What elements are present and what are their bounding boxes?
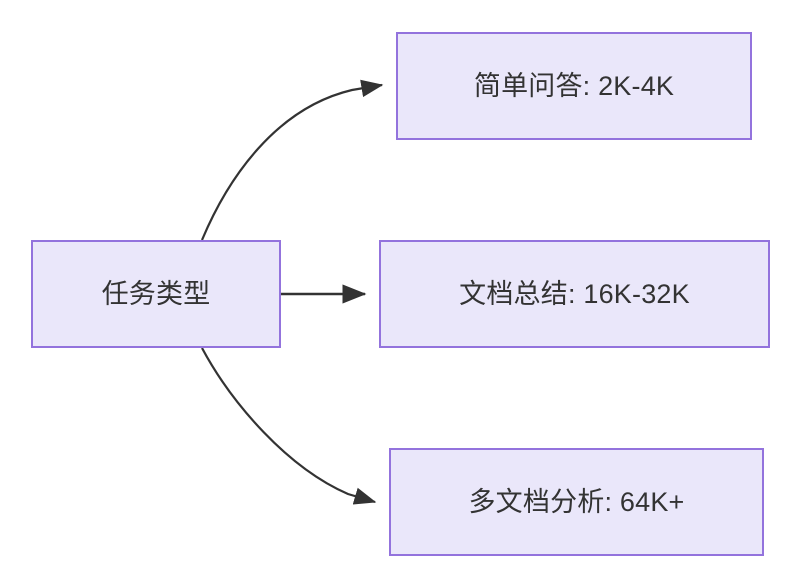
node-label: 文档总结: 16K-32K (459, 278, 690, 309)
node-multi-doc[interactable]: 多文档分析: 64K+ (389, 448, 764, 556)
node-simple-qa[interactable]: 简单问答: 2K-4K (396, 32, 752, 140)
edge-root-to-simple-qa (200, 79, 384, 241)
node-label: 多文档分析: 64K+ (468, 486, 685, 517)
node-label: 任务类型 (101, 278, 211, 309)
edge-root-to-multi-doc (201, 347, 377, 505)
node-label: 简单问答: 2K-4K (473, 70, 675, 101)
node-doc-summary[interactable]: 文档总结: 16K-32K (379, 240, 770, 348)
node-task-type-root[interactable]: 任务类型 (31, 240, 281, 348)
